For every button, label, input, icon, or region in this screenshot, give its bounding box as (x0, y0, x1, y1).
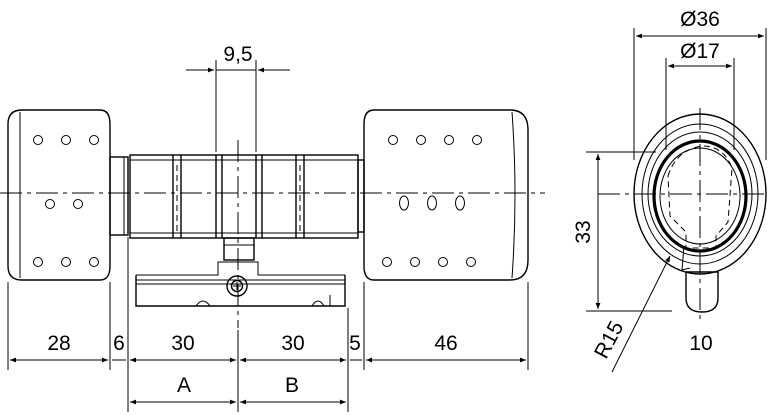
left-collar (109, 156, 129, 236)
left-knob (7, 109, 111, 281)
dim-cam-ext: 10 (689, 332, 712, 355)
dimension-lines (10, 67, 526, 405)
dim-body-right: 30 (281, 332, 304, 355)
dim-collar-right: 5 (349, 332, 361, 355)
dim-diameter-inner: Ø17 (680, 40, 720, 63)
dim-collar-left: 6 (113, 332, 125, 355)
side-view: 28 6 30 30 5 46 A B 9,5 (0, 43, 545, 412)
label-a: A (177, 374, 191, 397)
right-knob (363, 109, 529, 281)
right-collar (357, 159, 365, 233)
cylinder-housing (135, 261, 346, 307)
dim-diameter-outer: Ø36 (680, 8, 720, 31)
inner-ring (652, 139, 748, 253)
label-b: B (285, 374, 299, 397)
dim-radius: R15 (590, 318, 628, 363)
cam (223, 237, 255, 261)
dim-height: 33 (572, 220, 595, 243)
extension-lines (7, 60, 529, 412)
dim-thumbturn-length: 28 (47, 332, 70, 355)
dim-cam-width: 9,5 (223, 43, 252, 66)
dim-body-left: 30 (171, 332, 194, 355)
right-knob-holes (382, 135, 482, 267)
fixing-screw (226, 275, 248, 297)
cam-protrusion (685, 271, 719, 313)
dim-knob-length: 46 (434, 332, 457, 355)
left-knob-holes (33, 135, 99, 267)
cylinder-body (129, 154, 359, 261)
front-view: Ø36 Ø17 33 R15 10 (572, 8, 768, 373)
